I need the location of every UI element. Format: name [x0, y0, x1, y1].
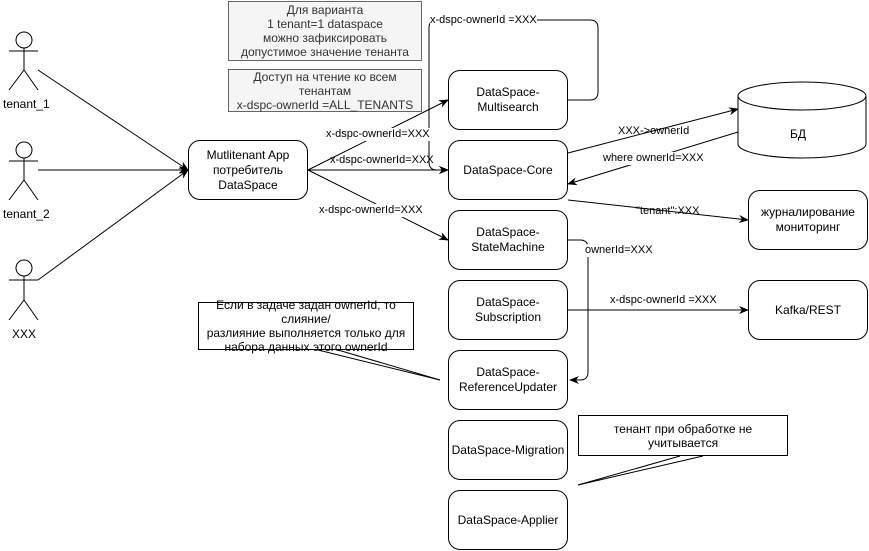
actor-label-xxx: XXX: [12, 327, 37, 341]
actor-label-tenant-1: tenant_1: [3, 97, 50, 111]
logging-monitoring-box[interactable]: журналирование мониторинг: [748, 190, 868, 250]
actor-xxx-icon: [8, 259, 39, 321]
kafka-rest-box[interactable]: Kafka/REST: [748, 280, 868, 340]
edge-label-statemachine-to-refupdater: ownerId=XXX: [585, 244, 653, 257]
note-read-access: Доступ на чтение ко всем тенантам x-dspc…: [228, 69, 422, 112]
callout-applier: тенант при обработке не учитывается: [578, 415, 788, 456]
edge-label-core-to-logging: "tenant":XXX: [636, 205, 700, 217]
edge-core-to-logging: [567, 199, 749, 223]
actor-tenant-2-icon: [8, 141, 39, 201]
service-migration[interactable]: DataSpace-Migration: [448, 420, 568, 480]
edge-label-multisearch-to-core: x-dspc-ownerId =XXX: [430, 14, 537, 27]
multitenant-app-box[interactable]: Mutlitenant App потребитель DataSpace: [188, 140, 308, 200]
edge-label-core-to-db: XXX->ownerId: [618, 125, 690, 137]
service-statemachine[interactable]: DataSpace- StateMachine: [448, 210, 568, 270]
callout-refupdater: Если в задаче задан ownerId, то слияние/…: [198, 298, 414, 354]
service-multisearch[interactable]: DataSpace- Multisearch: [448, 70, 568, 130]
actor-tenant-1-icon: [8, 31, 39, 91]
edge-label-app-to-multisearch: x-dspc-ownerId=XXX: [326, 128, 430, 141]
database-cylinder-icon: [737, 81, 867, 159]
callout-pointer-applier: [577, 455, 704, 486]
edge-label-app-to-core: x-dspc-ownerId=XXX: [330, 154, 434, 166]
callout-pointer-refupdater: [317, 349, 441, 381]
service-referenceupdater[interactable]: DataSpace- ReferenceUpdater: [448, 350, 568, 410]
database-label: БД: [790, 127, 807, 141]
actor-label-tenant-2: tenant_2: [3, 207, 50, 221]
edge-label-app-to-statemachine: x-dspc-ownerId=XXX: [319, 204, 423, 217]
service-subscription[interactable]: DataSpace- Subscription: [448, 280, 568, 340]
edge-core-to-db: [567, 107, 739, 154]
service-applier[interactable]: DataSpace-Applier: [448, 490, 568, 550]
edge-label-subscription-to-kafka: x-dspc-ownerId =XXX: [610, 294, 717, 306]
edge-tenant1-to-app: [37, 69, 189, 171]
edge-label-db-to-core: where ownerId=XXX: [603, 152, 704, 165]
service-core[interactable]: DataSpace-Core: [448, 140, 568, 200]
edge-xxx-to-app: [37, 169, 189, 281]
note-variant: Для варианта 1 tenant=1 dataspace можно …: [228, 1, 422, 61]
